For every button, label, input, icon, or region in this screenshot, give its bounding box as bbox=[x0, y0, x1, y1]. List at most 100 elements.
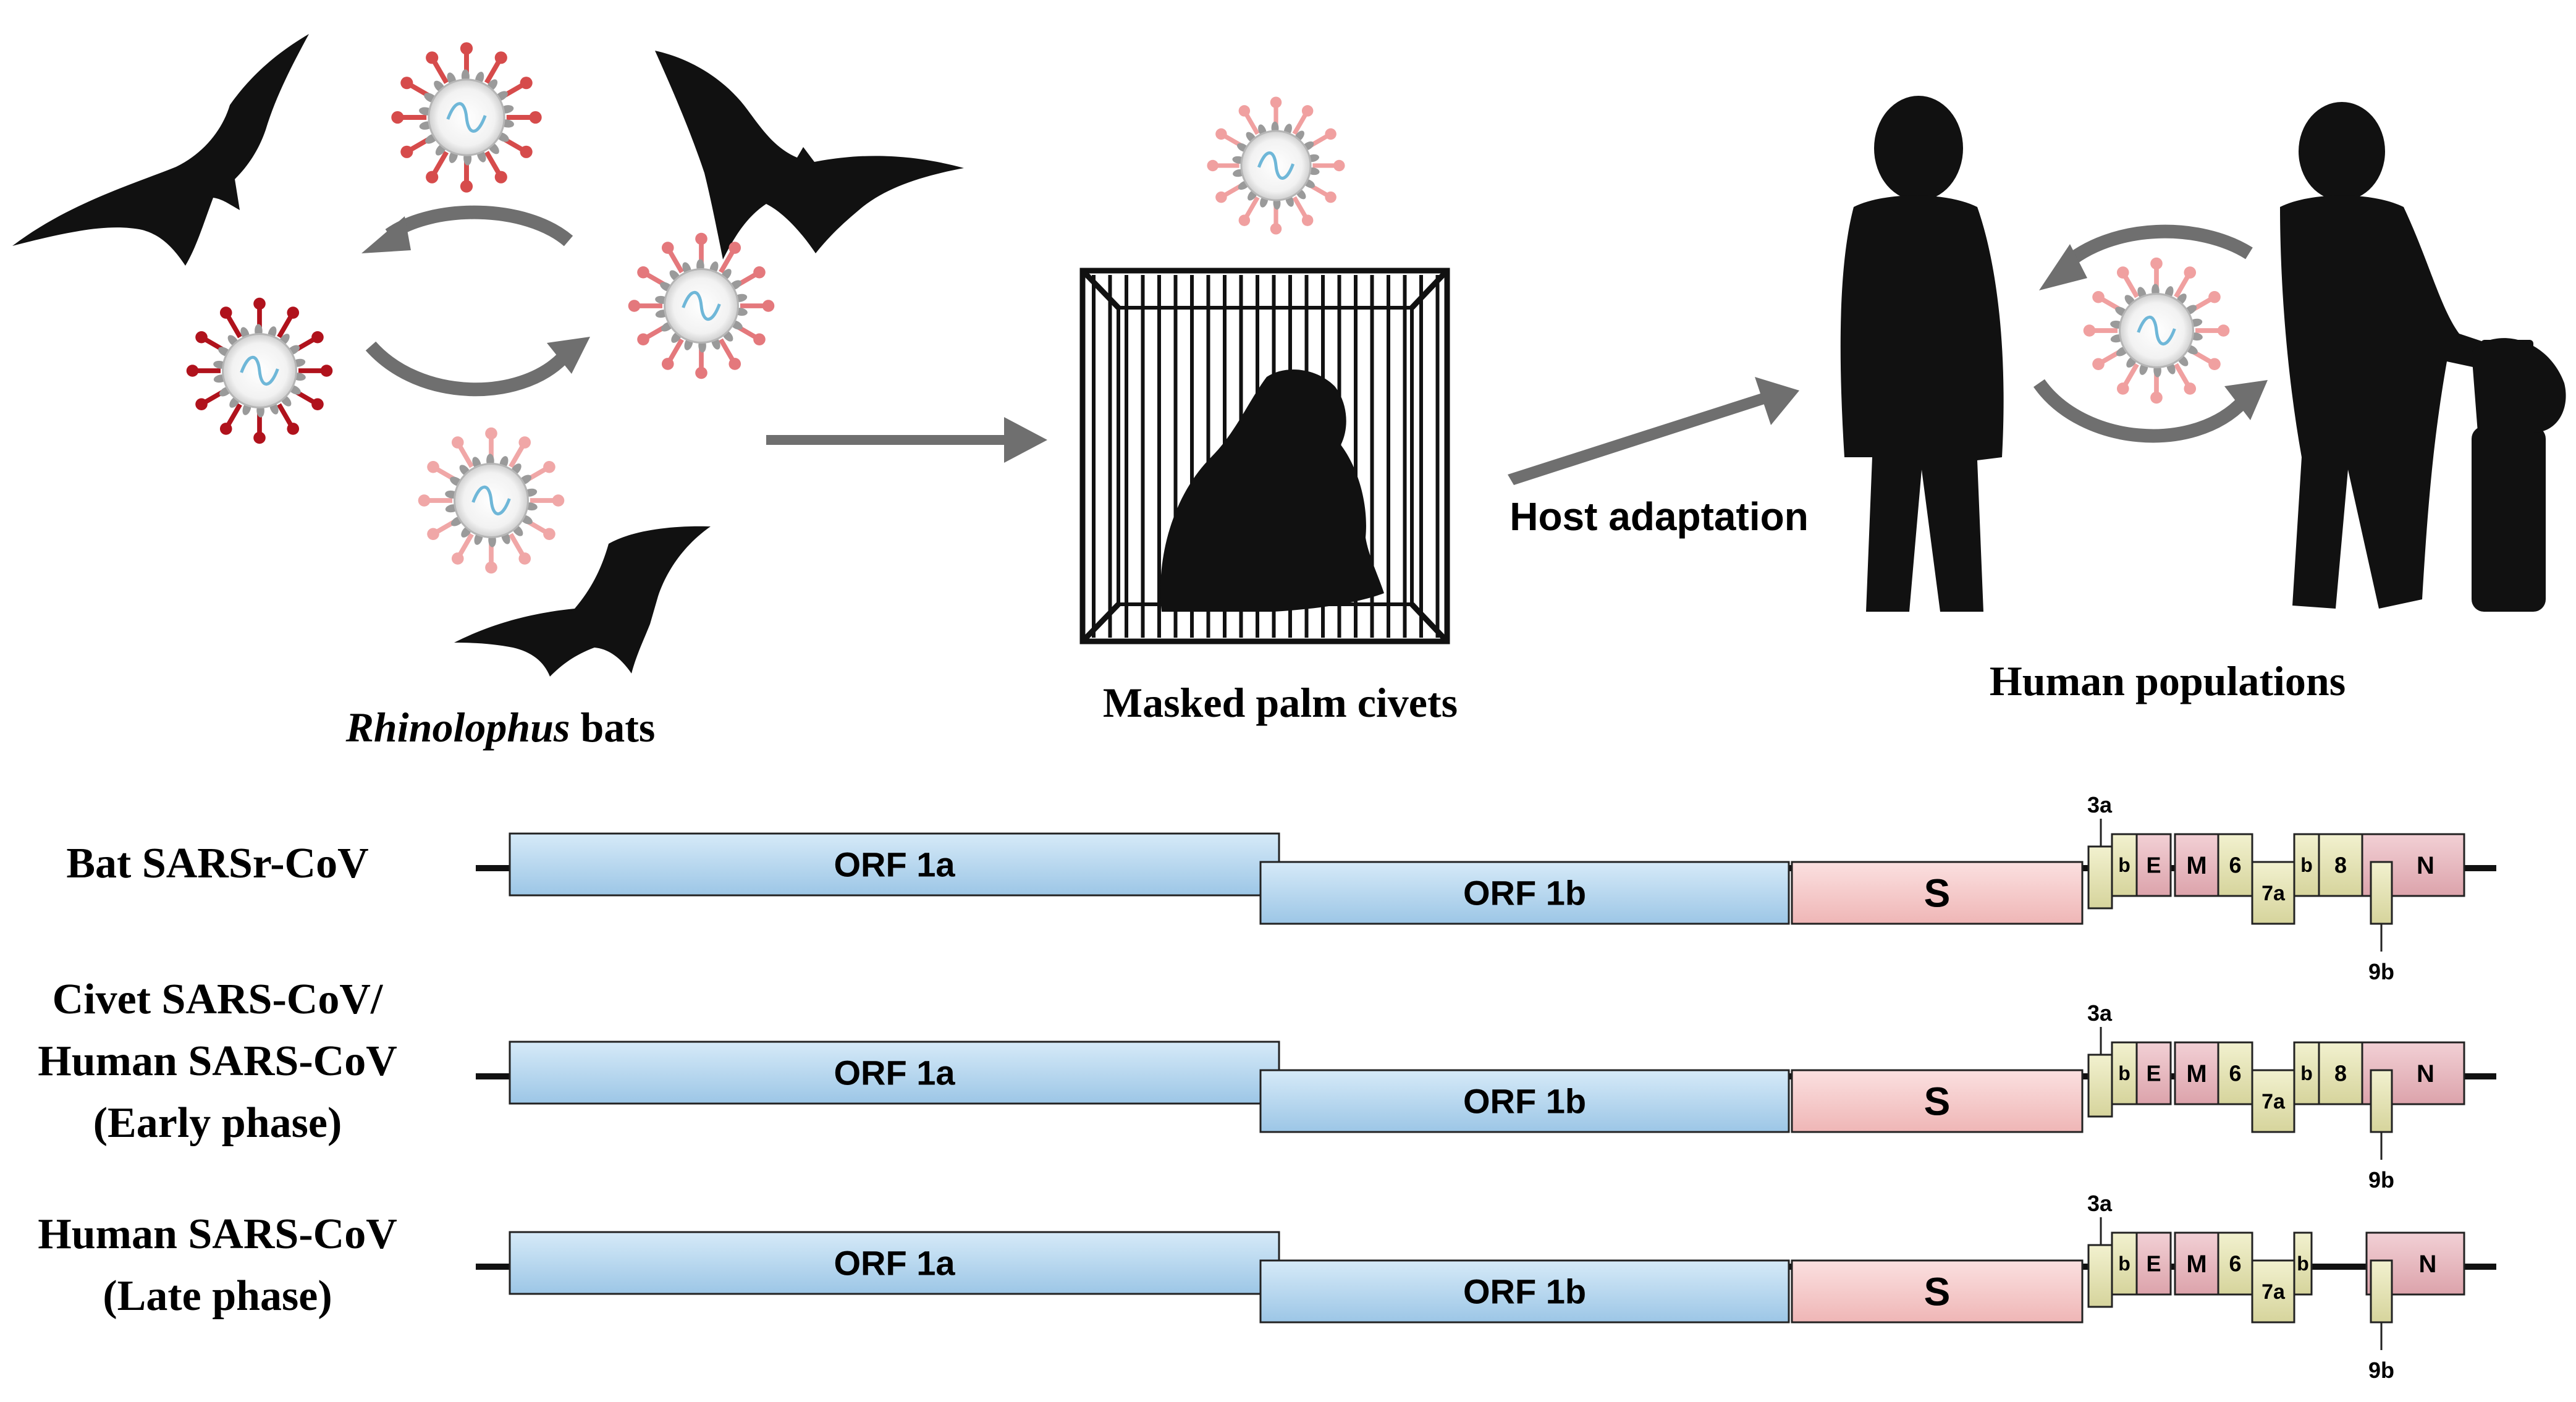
orf8-box: 8 bbox=[2318, 1041, 2363, 1105]
bat-cycle-arrowheads bbox=[361, 216, 590, 374]
orf8-box: 8 bbox=[2318, 833, 2363, 897]
s-box: S bbox=[1791, 1259, 2084, 1324]
virus-bat-top bbox=[391, 42, 542, 193]
orf1b-box-label: ORF 1b bbox=[1463, 1272, 1586, 1311]
human-cycle-arrows bbox=[2033, 224, 2253, 443]
human-left-icon bbox=[1840, 96, 2004, 612]
orf3b-box: b bbox=[2111, 1231, 2138, 1296]
orf1a-box-label: ORF 1a bbox=[834, 1244, 955, 1283]
bats-label-rest: bats bbox=[570, 704, 655, 751]
orf7a-box: 7a bbox=[2251, 1259, 2295, 1324]
suitcase-icon bbox=[2472, 338, 2566, 612]
e-box: E bbox=[2135, 1041, 2172, 1105]
orf3a-label: 3a bbox=[2087, 1000, 2113, 1026]
genome-row-2: Civet SARS-CoV/Human SARS-CoV(Early phas… bbox=[38, 976, 2496, 1193]
orf7b-box: b bbox=[2293, 1231, 2313, 1296]
m-box-label: M bbox=[2186, 1060, 2206, 1087]
virus-civet bbox=[1207, 96, 1345, 235]
genome-label: (Late phase) bbox=[103, 1272, 332, 1320]
orf1a-box: ORF 1a bbox=[509, 1231, 1280, 1295]
bat-top-left-icon bbox=[12, 34, 309, 266]
s-box: S bbox=[1791, 1069, 2084, 1133]
n-box-label: N bbox=[2419, 1251, 2437, 1278]
civet-icon bbox=[1160, 370, 1384, 612]
orf6-box-label: 6 bbox=[2229, 1061, 2241, 1086]
orf1a-box-label: ORF 1a bbox=[834, 1054, 955, 1092]
virus-particles bbox=[186, 42, 2230, 574]
humans-label: Human populations bbox=[1990, 657, 2346, 704]
virus-bat-left bbox=[186, 297, 333, 444]
s-box-label: S bbox=[1924, 1269, 1951, 1314]
m-box: M bbox=[2174, 1041, 2219, 1105]
orf7b-box-label: b bbox=[2297, 1252, 2309, 1275]
orf1a-box: ORF 1a bbox=[509, 1041, 1280, 1105]
orf3a-box bbox=[2087, 845, 2113, 910]
orf6-box-label: 6 bbox=[2229, 1251, 2241, 1277]
virus-bat-bottom bbox=[418, 427, 565, 574]
human-right-icon bbox=[2280, 102, 2496, 609]
orf3b-box: b bbox=[2111, 833, 2138, 897]
orf9b-label: 9b bbox=[2368, 959, 2394, 984]
civets-label: Masked palm civets bbox=[1103, 679, 1458, 726]
bats-label: Rhinolophus bats bbox=[345, 704, 656, 751]
orf6-box: 6 bbox=[2217, 1231, 2253, 1296]
genome-label: (Early phase) bbox=[93, 1099, 342, 1147]
orf3b-box-label: b bbox=[2118, 1252, 2130, 1275]
orf6-box: 6 bbox=[2217, 833, 2253, 897]
s-box-label: S bbox=[1924, 1079, 1951, 1123]
orf1b-box-label: ORF 1b bbox=[1463, 1082, 1586, 1121]
bat-top-right-icon bbox=[655, 51, 964, 260]
m-box: M bbox=[2174, 1231, 2219, 1296]
e-box-label: E bbox=[2146, 853, 2161, 878]
orf3a-label: 3a bbox=[2087, 1191, 2113, 1216]
s-box: S bbox=[1791, 861, 2084, 925]
bat-cycle-arrows bbox=[365, 205, 573, 397]
orf1b-box-label: ORF 1b bbox=[1463, 874, 1586, 913]
bat-bottom-icon bbox=[454, 526, 711, 677]
virus-bat-right bbox=[628, 232, 775, 379]
orf7a-box: 7a bbox=[2251, 861, 2295, 925]
m-box-label: M bbox=[2186, 852, 2206, 879]
orf6-box: 6 bbox=[2217, 1041, 2253, 1105]
bats-to-civets-arrow bbox=[766, 417, 1047, 463]
orf7a-box-label: 7a bbox=[2261, 882, 2286, 905]
m-box: M bbox=[2174, 833, 2219, 897]
orf7b-box: b bbox=[2293, 1041, 2320, 1105]
orf9b-label: 9b bbox=[2368, 1358, 2394, 1383]
n-box-label: N bbox=[2417, 1060, 2435, 1087]
genome-label: Human SARS-CoV bbox=[38, 1037, 397, 1085]
n-box-label: N bbox=[2417, 852, 2435, 879]
orf9b-box bbox=[2370, 1259, 2393, 1324]
orf7a-box: 7a bbox=[2251, 1069, 2295, 1133]
genome-label: Bat SARSr-CoV bbox=[66, 840, 368, 887]
civets-to-humans-arrow bbox=[1508, 377, 1799, 485]
orf3b-box-label: b bbox=[2118, 854, 2130, 876]
s-box-label: S bbox=[1924, 871, 1951, 915]
genome-label: Human SARS-CoV bbox=[38, 1210, 397, 1258]
orf3b-box: b bbox=[2111, 1041, 2138, 1105]
orf3a-box bbox=[2087, 1054, 2113, 1118]
orf8-box-label: 8 bbox=[2334, 853, 2347, 878]
m-box-label: M bbox=[2186, 1251, 2206, 1278]
orf8-box-label: 8 bbox=[2334, 1061, 2347, 1086]
e-box: E bbox=[2135, 1231, 2172, 1296]
human-cycle-arrowheads bbox=[2039, 244, 2268, 420]
orf7a-box-label: 7a bbox=[2261, 1090, 2286, 1113]
e-box: E bbox=[2135, 833, 2172, 897]
orf3a-label: 3a bbox=[2087, 792, 2113, 817]
orf7a-box-label: 7a bbox=[2261, 1280, 2286, 1304]
host-adaptation-label: Host adaptation bbox=[1510, 494, 1809, 539]
e-box-label: E bbox=[2146, 1251, 2161, 1277]
genome-row-3: Human SARS-CoV (Late phase) ORF 1a ORF 1b S 3… bbox=[38, 1191, 2496, 1383]
orf9b-box bbox=[2370, 1069, 2393, 1133]
orf3a-box bbox=[2087, 1244, 2113, 1308]
virus-human bbox=[2083, 257, 2230, 404]
bats-label-italic: Rhinolophus bbox=[345, 704, 570, 751]
orf1b-box: ORF 1b bbox=[1259, 1259, 1790, 1324]
orf9b-box bbox=[2370, 861, 2393, 925]
orf7b-box: b bbox=[2293, 833, 2320, 897]
orf1b-box: ORF 1b bbox=[1259, 861, 1790, 925]
